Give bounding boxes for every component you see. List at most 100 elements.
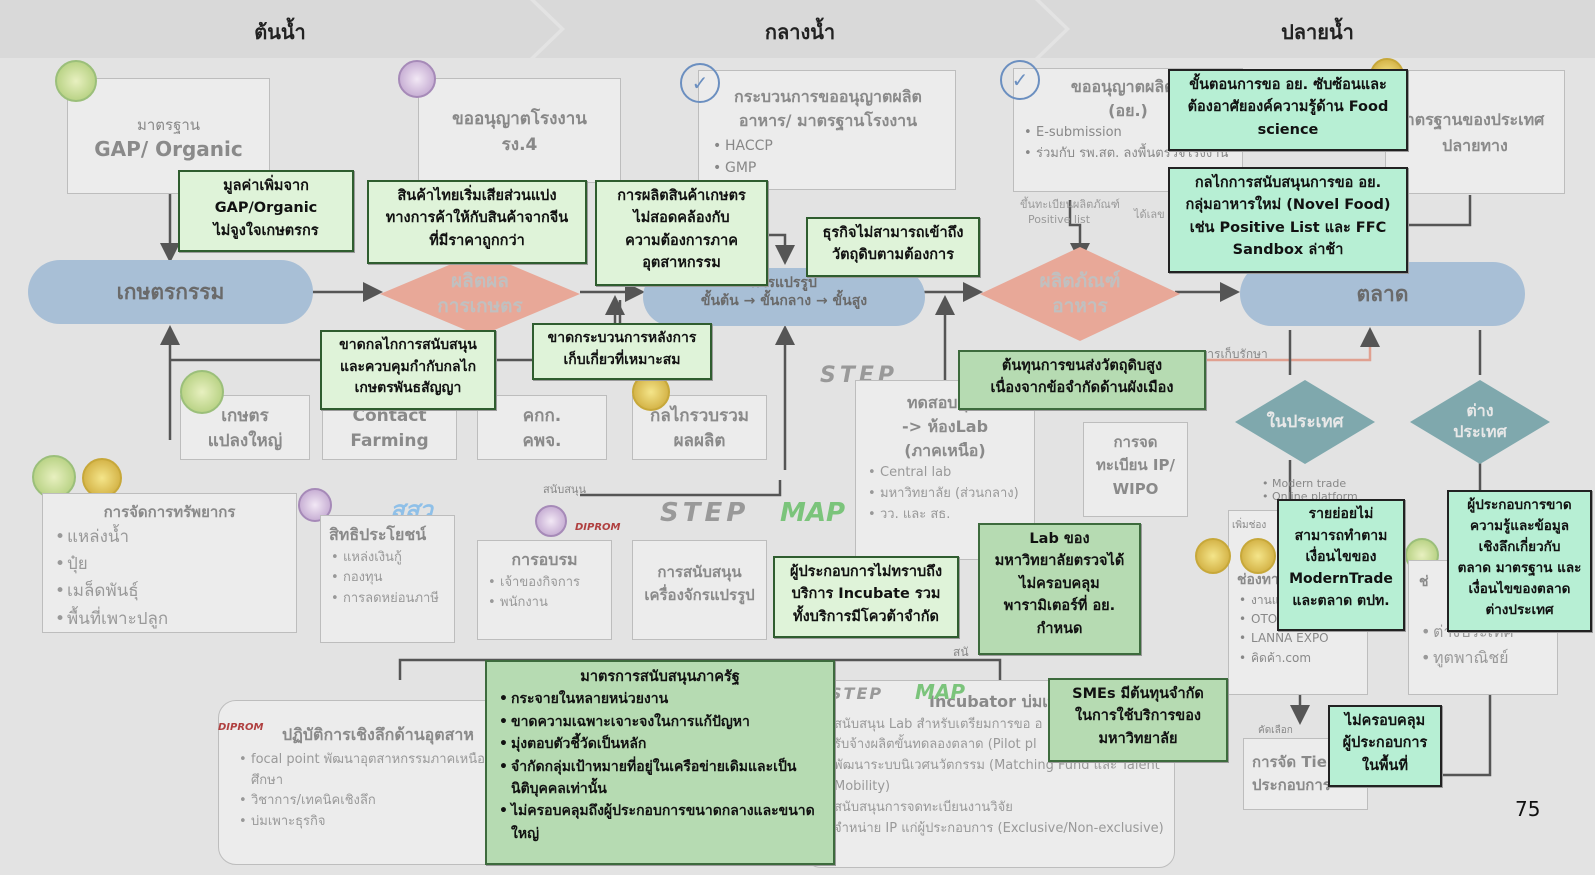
- training-title: การอบรม: [511, 550, 578, 569]
- issue-thai-share: สินค้าไทยเริ่มเสียส่วนแบ่ง ทางการค้าให้ก…: [367, 180, 587, 264]
- support-small-label-2: สนั: [953, 645, 969, 659]
- resource-card: การจัดการทรัพยากร แหล่งน้ำ ปุ๋ย เมล็ดพัน…: [42, 493, 297, 633]
- commerce-logo: [1195, 538, 1231, 574]
- resource-title: การจัดการทรัพยากร: [103, 503, 236, 521]
- food-reg-title: ขออนุญาตผลิตภั (อย.): [1070, 77, 1186, 120]
- issue-novel-food: กลไกการสนับสนุนการขอ อย. กลุ่มอาหารใหม่ …: [1168, 167, 1408, 273]
- food-reg-item: E-submission: [1022, 123, 1234, 144]
- incubator-title: Incubator บ่มเพาะ: [929, 692, 1076, 711]
- food-reg-extra-title: ขึ้นทะเบียนผลิตภัณฑ์: [1020, 198, 1120, 211]
- lab-item: Central lab: [866, 463, 1024, 484]
- food-reg-extra: ขึ้นทะเบียนผลิตภัณฑ์ Positive list: [1020, 195, 1120, 226]
- benefit-item: แหล่งเงินกู้: [329, 548, 446, 569]
- factory-card: ขออนุญาตโรงงาน รง.4: [418, 78, 621, 183]
- lab-item: มหาวิทยาลัย (ส่วนกลาง): [866, 484, 1024, 505]
- doae-logo-2: [180, 370, 224, 414]
- contract-farming-label: Contact Farming: [350, 406, 429, 451]
- issue-fda-complex: ขั้นตอนการขอ อย. ซับซ้อนและ ต้องอาศัยองค…: [1168, 69, 1408, 151]
- domestic-diamond: ในประเทศ: [1235, 380, 1375, 464]
- issue-gap-value: มูลค่าเพิ่มจาก GAP/Organic ไม่จูงใจเกษตร…: [178, 170, 354, 252]
- benefit-list: แหล่งเงินกู้ กองทุน การลดหย่อนภาษี: [329, 548, 446, 610]
- agriculture-node: เกษตรกรรม: [28, 260, 313, 324]
- foreign-diamond: ต่าง ประเทศ: [1410, 380, 1550, 464]
- channels-item: คิดค้า.com: [1237, 649, 1359, 668]
- food-license-item: HACCP: [711, 135, 945, 158]
- dest-standard-card: าตรฐานของประเทศ ปลายทาง: [1385, 70, 1565, 194]
- incubator-item: สนับสนุนการจดทะเบียนงานวิจัย: [834, 799, 1013, 815]
- gov-support-item: มุ่งตอบตัวชี้วัดเป็นหลัก: [497, 733, 823, 756]
- factory-card-line1: ขออนุญาตโรงงาน: [452, 109, 587, 129]
- agri-produce-label: ผลิตผล การเกษตร: [437, 270, 523, 317]
- committee-label: คกก. คพจ.: [522, 406, 562, 451]
- channels-item: LANNA EXPO: [1237, 629, 1359, 648]
- lab-list: Central lab มหาวิทยาลัย (ส่วนกลาง) วว. แ…: [866, 463, 1024, 525]
- doae-logo: [55, 60, 97, 102]
- ip-label: การจด ทะเบียน IP/ WIPO: [1096, 433, 1175, 498]
- midstream-banner: กลางน้ำ: [535, 0, 1065, 58]
- food-reg-extra-item: Positive list: [1028, 213, 1091, 226]
- incubator-item: สนับสนุน Lab สำหรับเตรียมการขอ อ: [834, 716, 1043, 732]
- diprom-item: บ่มเพาะธุรกิจ: [237, 812, 565, 833]
- gap-card-line2: GAP/ Organic: [94, 137, 243, 161]
- issue-mismatch: การผลิตสินค้าเกษตร ไม่สอดคล้องกับ ความต้…: [595, 180, 768, 286]
- resource-item: พื้นที่เพาะปลูก: [53, 606, 286, 633]
- ip-card: การจด ทะเบียน IP/ WIPO: [1083, 422, 1188, 517]
- resource-item: แหล่งน้ำ: [53, 524, 286, 551]
- diprom-item: focal point พัฒนาอุตสาหกรรมภาคเหนือ สถาบ…: [237, 750, 565, 792]
- gov-support-title: มาตรการสนับสนุนภาครัฐ: [580, 669, 740, 685]
- map-logo: MAP: [780, 498, 846, 528]
- issue-raw-access: ธุรกิจไม่สามารถเข้าถึง วัตถุดิบตามต้องกา…: [806, 217, 980, 277]
- resource-item: เมล็ดพันธุ์: [53, 578, 286, 605]
- gov-support-item: ขาดความเฉพาะเจาะจงในการแก้ปัญหา: [497, 711, 823, 734]
- dip-logo-3: [535, 505, 567, 537]
- machine-label: การสนับสนุน เครื่องจักรแปรรูป: [644, 563, 755, 604]
- training-item: เจ้าของกิจการ: [486, 573, 603, 594]
- processing-steps: ขั้นต้น → ขั้นกลาง → ขั้นสูง: [700, 293, 868, 310]
- food-product-label: ผลิตภัณฑ์ อาหาร: [1039, 270, 1121, 317]
- incubator-item: รับจ้างผลิตขั้นทดลองตลาด (Pilot pl: [834, 737, 1037, 753]
- domestic-label: ในประเทศ: [1266, 411, 1344, 432]
- fda-logo: ✓: [680, 63, 720, 103]
- resource-list: แหล่งน้ำ ปุ๋ย เมล็ดพันธุ์ พื้นที่เพาะปลู…: [53, 524, 286, 633]
- training-list: เจ้าของกิจการ พนักงาน: [486, 573, 603, 615]
- downstream-header: ปลายน้ำ: [1281, 20, 1354, 44]
- diprom-title: ปฏิบัติการเชิงลึกด้านอุตสาห: [282, 725, 474, 744]
- gov-support-item: จำกัดกลุ่มเป้าหมายที่อยู่ในเครือข่ายเดิม…: [497, 756, 823, 801]
- channels-list: งานแส OTOP LANNA EXPO คิดค้า.com: [1237, 591, 1359, 668]
- coop-logo-2: [82, 458, 122, 498]
- issue-contract-lack: ขาดกลไกการสนับสนุน และควบคุมกำกับกลไก เก…: [320, 330, 496, 410]
- gov-support-item: ไม่ครอบคลุมถึงผู้ประกอบการขนาดกลางและขนา…: [497, 800, 823, 845]
- storage-label: การเก็บรักษา: [1200, 347, 1268, 361]
- big-farm-label: เกษตร แปลงใหญ่: [207, 406, 283, 451]
- foreign-label: ต่าง ประเทศ: [1453, 401, 1507, 441]
- food-license-card: กระบวนการขออนุญาตผลิต อาหาร/ มาตรฐานโรงง…: [698, 70, 956, 190]
- issue-logistics: ต้นทุนการขนส่งวัตถุดิบสูง เนื่องจากข้อจำ…: [958, 350, 1206, 410]
- issue-local-cover: ไม่ครอบคลุม ผู้ประกอบการ ในพื้นที่: [1328, 705, 1442, 787]
- issue-export-knowledge: ผู้ประกอบการขาด ความรู้และข้อมูล เชิงลึก…: [1447, 490, 1592, 632]
- map-logo-2: MAP: [915, 680, 966, 704]
- benefit-item: การลดหย่อนภาษี: [329, 589, 446, 610]
- lab-item: วว. และ สธ.: [866, 505, 1024, 526]
- training-item: พนักงาน: [486, 593, 603, 614]
- machine-card: การสนับสนุน เครื่องจักรแปรรูป: [632, 540, 767, 640]
- diprom-list: focal point พัฒนาอุตสาหกรรมภาคเหนือ สถาบ…: [237, 750, 565, 833]
- issue-incubate-info: ผู้ประกอบการไม่ทราบถึง บริการ Incubate ร…: [773, 556, 959, 638]
- benefit-card: สิทธิประโยชน์ แหล่งเงินกู้ กองทุน การลดห…: [320, 515, 455, 643]
- commerce-logo-2: [1240, 538, 1276, 574]
- benefit-item: กองทุน: [329, 568, 446, 589]
- channels-title: ช่องทาง: [1237, 572, 1286, 588]
- incubator-item: พัฒนาระบบนิเวศนวัตกรรม (Matching Fund แล…: [834, 758, 1160, 794]
- issue-sme-cost: SMEs มีต้นทุนจำกัด ในการใช้บริการของ มหา…: [1048, 678, 1228, 762]
- diprom-logo: DIPROM: [575, 522, 621, 533]
- gov-support-list: กระจายในหลายหน่วยงาน ขาดความเฉพาะเจาะจงใ…: [497, 688, 823, 845]
- training-card: การอบรม เจ้าของกิจการ พนักงาน: [477, 540, 612, 640]
- committee-card: คกก. คพจ.: [477, 395, 607, 460]
- food-license-list: HACCP GMP: [711, 135, 945, 180]
- channels-small: เพิ่มช่อง: [1232, 520, 1267, 531]
- tier-title: การจัด Tie ประกอบการ: [1252, 753, 1331, 794]
- incubator-item: จำหน่าย IP แก่ผู้ประกอบการ (Exclusive/No…: [834, 820, 1164, 836]
- step-logo: STEP: [660, 498, 750, 528]
- resource-item: ปุ๋ย: [53, 551, 286, 578]
- gap-card-line1: มาตรฐาน: [136, 116, 201, 134]
- tier-small: คัดเลือก: [1258, 725, 1293, 736]
